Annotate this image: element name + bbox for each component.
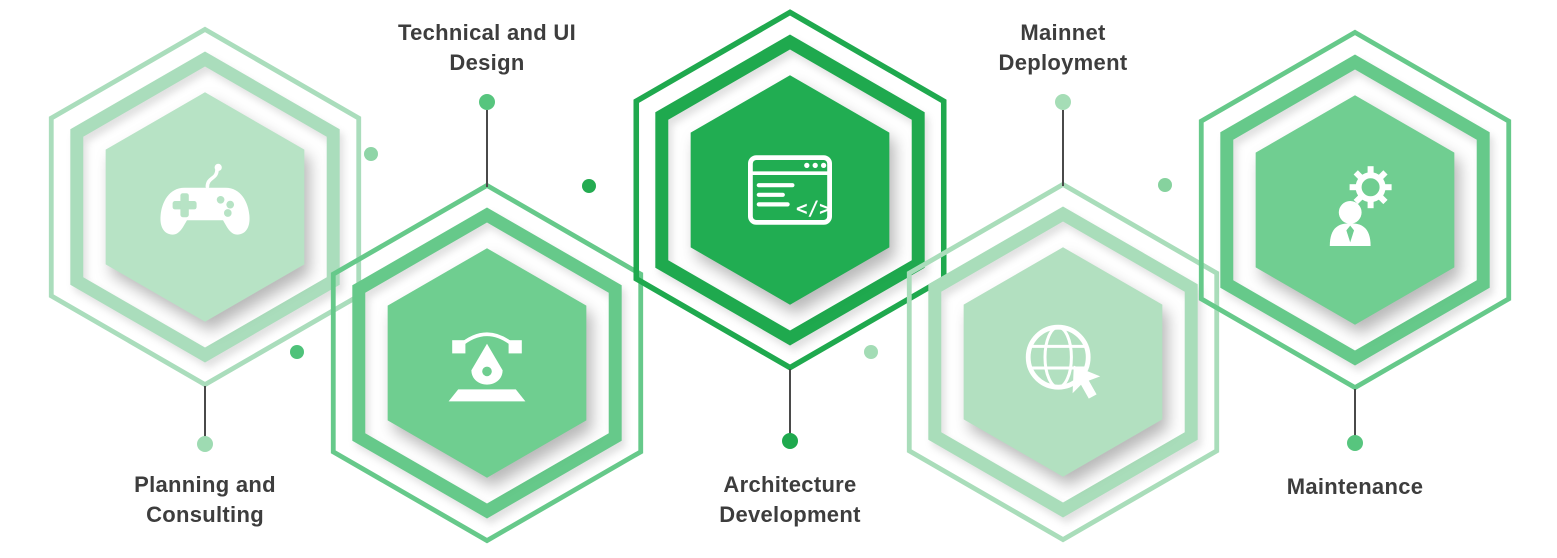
process-step-planning-consulting xyxy=(20,22,390,392)
hexagon-ring xyxy=(1220,54,1490,366)
hexagon-ring xyxy=(70,51,340,363)
bezier-node-right xyxy=(508,340,522,354)
hexagon-shape-3 xyxy=(633,9,947,371)
gamepad-body xyxy=(160,187,250,235)
hexagon-ring xyxy=(352,207,622,519)
label-dot-step1 xyxy=(197,436,213,452)
hexagon-ring xyxy=(655,34,925,346)
gamepad-button xyxy=(226,200,235,209)
hexagon-outline xyxy=(48,26,362,388)
person-gear-icon xyxy=(1329,166,1392,246)
hexagon-fill xyxy=(963,247,1163,477)
hexagon-ring xyxy=(928,206,1198,518)
label-dot-step2 xyxy=(479,94,495,110)
hexagon-shape-4 xyxy=(906,181,1220,543)
hexagon-outline xyxy=(906,181,1220,543)
gamepad-dpad-v xyxy=(180,193,189,218)
label-dot-step4 xyxy=(1055,94,1071,110)
gear xyxy=(1349,166,1392,209)
step-label-technical-ui-design: Technical and UI Design xyxy=(398,20,576,76)
code-tag-text: </> xyxy=(796,197,831,220)
gamepad-icon xyxy=(160,163,250,235)
browser-window-frame xyxy=(748,155,832,225)
gear-teeth xyxy=(1349,166,1392,209)
hexagon-fill xyxy=(690,75,890,305)
gamepad-button xyxy=(223,209,232,217)
gamepad-button xyxy=(216,195,225,204)
cursor-arrow xyxy=(1072,365,1101,399)
globe-meridian xyxy=(1043,325,1073,389)
process-step-technical-ui-design xyxy=(302,178,672,548)
hexagon-outline xyxy=(330,182,644,544)
process-step-maintenance xyxy=(1170,25,1540,395)
process-step-mainnet-deployment xyxy=(878,177,1248,547)
vector-pen-icon xyxy=(448,332,526,402)
browser-dot xyxy=(820,162,827,169)
bezier-node-left xyxy=(452,340,466,354)
step-label-maintenance: Maintenance xyxy=(1286,474,1424,499)
pen-nib xyxy=(471,343,503,385)
label-dot-step5 xyxy=(1347,435,1363,451)
label-dot-step3 xyxy=(782,433,798,449)
pen-nib-hole xyxy=(482,366,492,377)
person-tie xyxy=(1346,225,1355,243)
step-label-planning-consulting: Planning and Consulting xyxy=(134,472,276,528)
process-step-architecture-development: </> xyxy=(605,5,975,375)
globe-cursor-icon xyxy=(1025,324,1101,399)
browser-dot xyxy=(804,162,810,169)
step-label-architecture-development: Architecture Development xyxy=(719,472,861,528)
step-label-mainnet-deployment: Mainnet Deployment xyxy=(998,20,1128,76)
gamepad-antenna xyxy=(205,168,219,189)
hexagon-outline xyxy=(1198,29,1512,391)
laptop-base xyxy=(448,389,526,402)
code-window-icon: </> xyxy=(748,155,832,225)
gamepad-antenna-tip xyxy=(214,163,222,171)
gear-ring xyxy=(1355,172,1386,203)
hexagon-outline xyxy=(633,9,947,371)
person-head xyxy=(1338,201,1362,224)
browser-dot xyxy=(812,162,818,169)
